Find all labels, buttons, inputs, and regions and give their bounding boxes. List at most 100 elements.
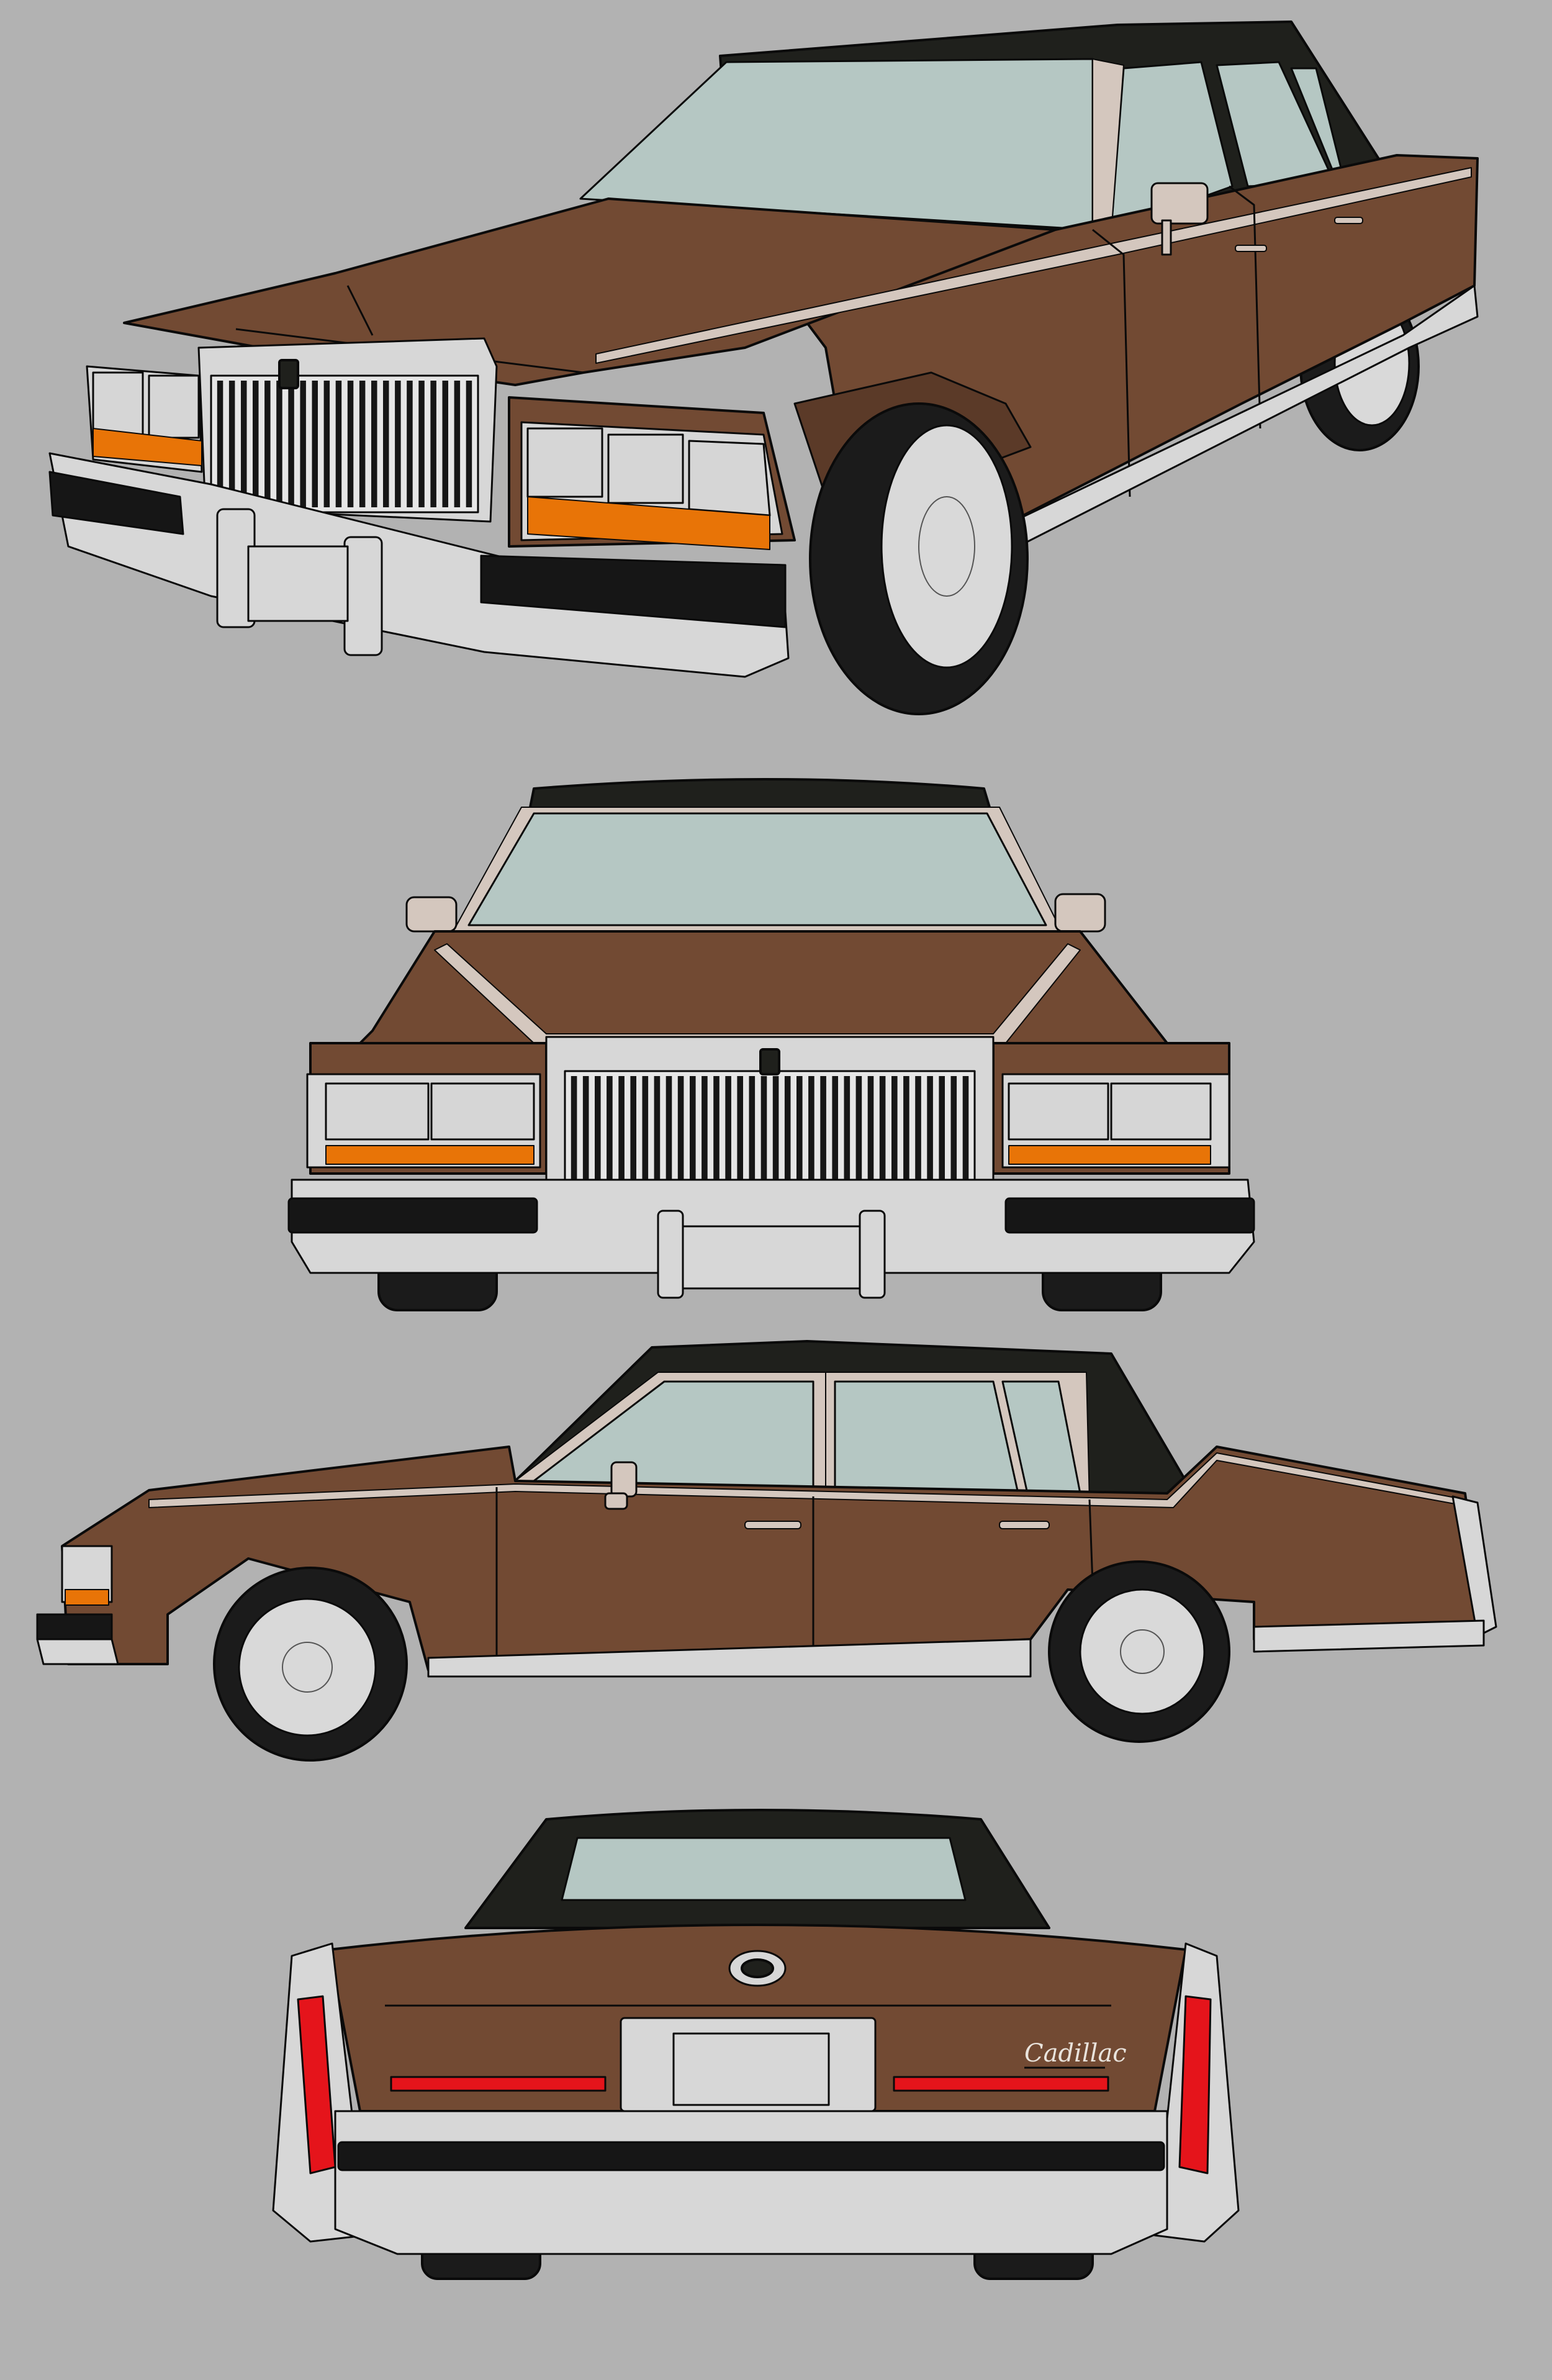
right-mirror: [1054, 893, 1106, 933]
right-bumper-strip: [480, 554, 787, 628]
grille-bar: [466, 381, 472, 507]
grille-bar: [323, 381, 330, 507]
grille-bar: [832, 1076, 838, 1209]
grille-bar: [335, 381, 342, 507]
grille-bar: [950, 1076, 957, 1209]
grille-bar: [844, 1076, 850, 1209]
grille-bar: [702, 1076, 708, 1209]
rear-tail-fin: [1451, 1495, 1497, 1637]
left-bumper-guard: [657, 1210, 684, 1299]
right-turn-signal: [527, 496, 770, 550]
left-headlamp-outer: [92, 371, 144, 436]
grille-bar: [288, 381, 294, 507]
grille-bar: [582, 1076, 589, 1209]
rear-window: [561, 1837, 967, 1901]
rear-bumper-side: [1253, 1619, 1485, 1653]
grille-bar: [571, 1076, 577, 1209]
grille-bar: [654, 1076, 661, 1209]
grille-bar: [879, 1076, 886, 1209]
grille-bars: [217, 381, 472, 507]
side-mirror: [1150, 182, 1209, 256]
hood-ornament-line: [346, 285, 374, 336]
front-license-plate: [247, 545, 349, 622]
grille-bar: [927, 1076, 933, 1209]
grille-bar: [903, 1076, 909, 1209]
grille-emblem: [278, 359, 299, 389]
right-cornering-lamp: [688, 440, 771, 517]
front-wheel: [809, 402, 1029, 715]
front-door-handle: [744, 1521, 801, 1529]
side-mirror: [604, 1461, 638, 1510]
grille-bar: [630, 1076, 636, 1209]
grille-bar: [855, 1076, 862, 1209]
grille-emblem: [759, 1048, 780, 1075]
grille-bar: [228, 381, 235, 507]
right-taillight: [1178, 1995, 1212, 2174]
grille-bar: [241, 381, 247, 507]
grille-bar: [618, 1076, 625, 1209]
right-turn-signal: [1008, 1145, 1211, 1165]
door-lines: [495, 1487, 1094, 1664]
grille-bar: [217, 381, 223, 507]
grille-bar: [418, 381, 425, 507]
front-door-handle: [1235, 245, 1267, 252]
right-headlamp-inner: [607, 433, 684, 504]
grille-bar: [915, 1076, 921, 1209]
rear-license-plate: [672, 2032, 830, 2106]
grille-bar: [383, 381, 389, 507]
grille: [210, 374, 479, 514]
grille-bar: [713, 1076, 720, 1209]
belt-molding: [595, 167, 1472, 364]
left-bumper-strip: [48, 471, 184, 535]
grille-bar: [264, 381, 271, 507]
grille-bar: [891, 1076, 898, 1209]
left-mirror: [405, 896, 458, 933]
grille-bar: [796, 1076, 803, 1209]
rear-door-handle: [999, 1521, 1050, 1529]
grille-bars: [571, 1076, 969, 1209]
left-headlamp-inner: [430, 1082, 535, 1141]
grille-bar: [939, 1076, 945, 1209]
right-headlamp-inner: [1008, 1082, 1109, 1141]
right-bumper-strip: [1004, 1197, 1255, 1234]
grille-bar: [607, 1076, 613, 1209]
grille-bar: [442, 381, 448, 507]
grille-bar: [725, 1076, 731, 1209]
grille-bar: [867, 1076, 874, 1209]
right-headlamp-outer: [1110, 1082, 1212, 1141]
grille-bar: [395, 381, 401, 507]
grille-bar: [772, 1076, 779, 1209]
left-turn-signal: [92, 428, 202, 466]
front-wheel: [213, 1567, 408, 1762]
grille-bar: [677, 1076, 684, 1209]
grille-bar: [749, 1076, 756, 1209]
grille-bar: [454, 381, 461, 507]
rear-bumper-strip: [337, 2141, 1165, 2171]
grille-bar: [595, 1076, 601, 1209]
grille-bar: [820, 1076, 826, 1209]
three-quarter-front-view: [48, 20, 1479, 715]
rear-bumper: [334, 2110, 1168, 2255]
grille-bar: [407, 381, 413, 507]
grille-bar: [359, 381, 366, 507]
side-view: [36, 1340, 1497, 1762]
front-bumper: [36, 1638, 119, 1665]
rear-door-handle: [1334, 217, 1363, 224]
right-bumper-guard: [859, 1210, 886, 1299]
left-reflector-strip: [390, 2076, 607, 2092]
grille-bar: [347, 381, 354, 507]
left-turn-signal: [325, 1145, 535, 1165]
left-headlamp-outer: [325, 1082, 430, 1141]
grille-bar: [962, 1076, 969, 1209]
grille-bar: [312, 381, 318, 507]
cadillac-script-badge: Cadillac: [1024, 2039, 1127, 2068]
front-view: [287, 778, 1255, 1311]
grille-bar: [737, 1076, 743, 1209]
front-license-plate: [682, 1225, 861, 1290]
grille-bar: [808, 1076, 814, 1209]
grille-bar: [665, 1076, 672, 1209]
rear-view: Cadillac: [272, 1809, 1240, 2280]
grille-bar: [430, 381, 436, 507]
grille-bar: [784, 1076, 791, 1209]
